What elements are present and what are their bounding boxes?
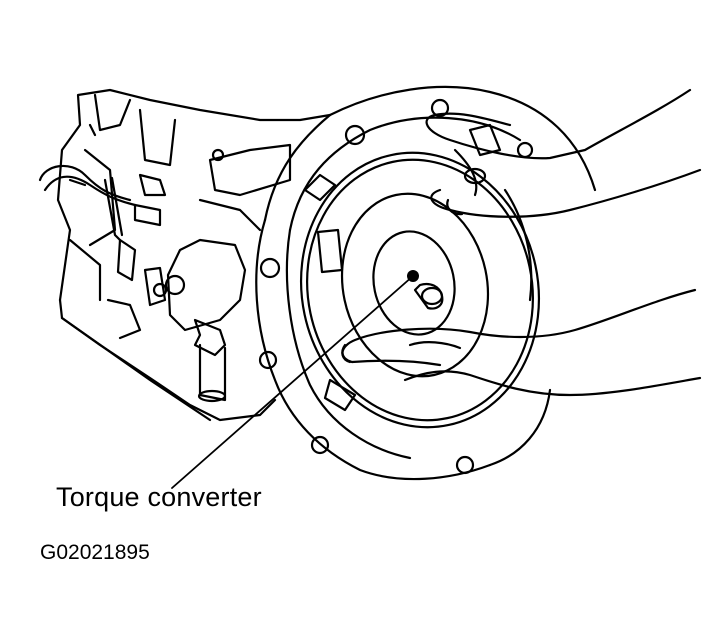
upper-hand [425, 88, 702, 218]
wiring-harness [38, 164, 167, 242]
callout-label-torque-converter: Torque converter [56, 482, 262, 512]
callout-leader [171, 270, 419, 489]
bell-housing [255, 85, 597, 481]
lower-hand [341, 288, 702, 397]
transmission-case [56, 88, 332, 422]
figure-code: G02021895 [40, 541, 150, 564]
callout-dot [407, 270, 419, 282]
torque-converter [299, 151, 541, 429]
